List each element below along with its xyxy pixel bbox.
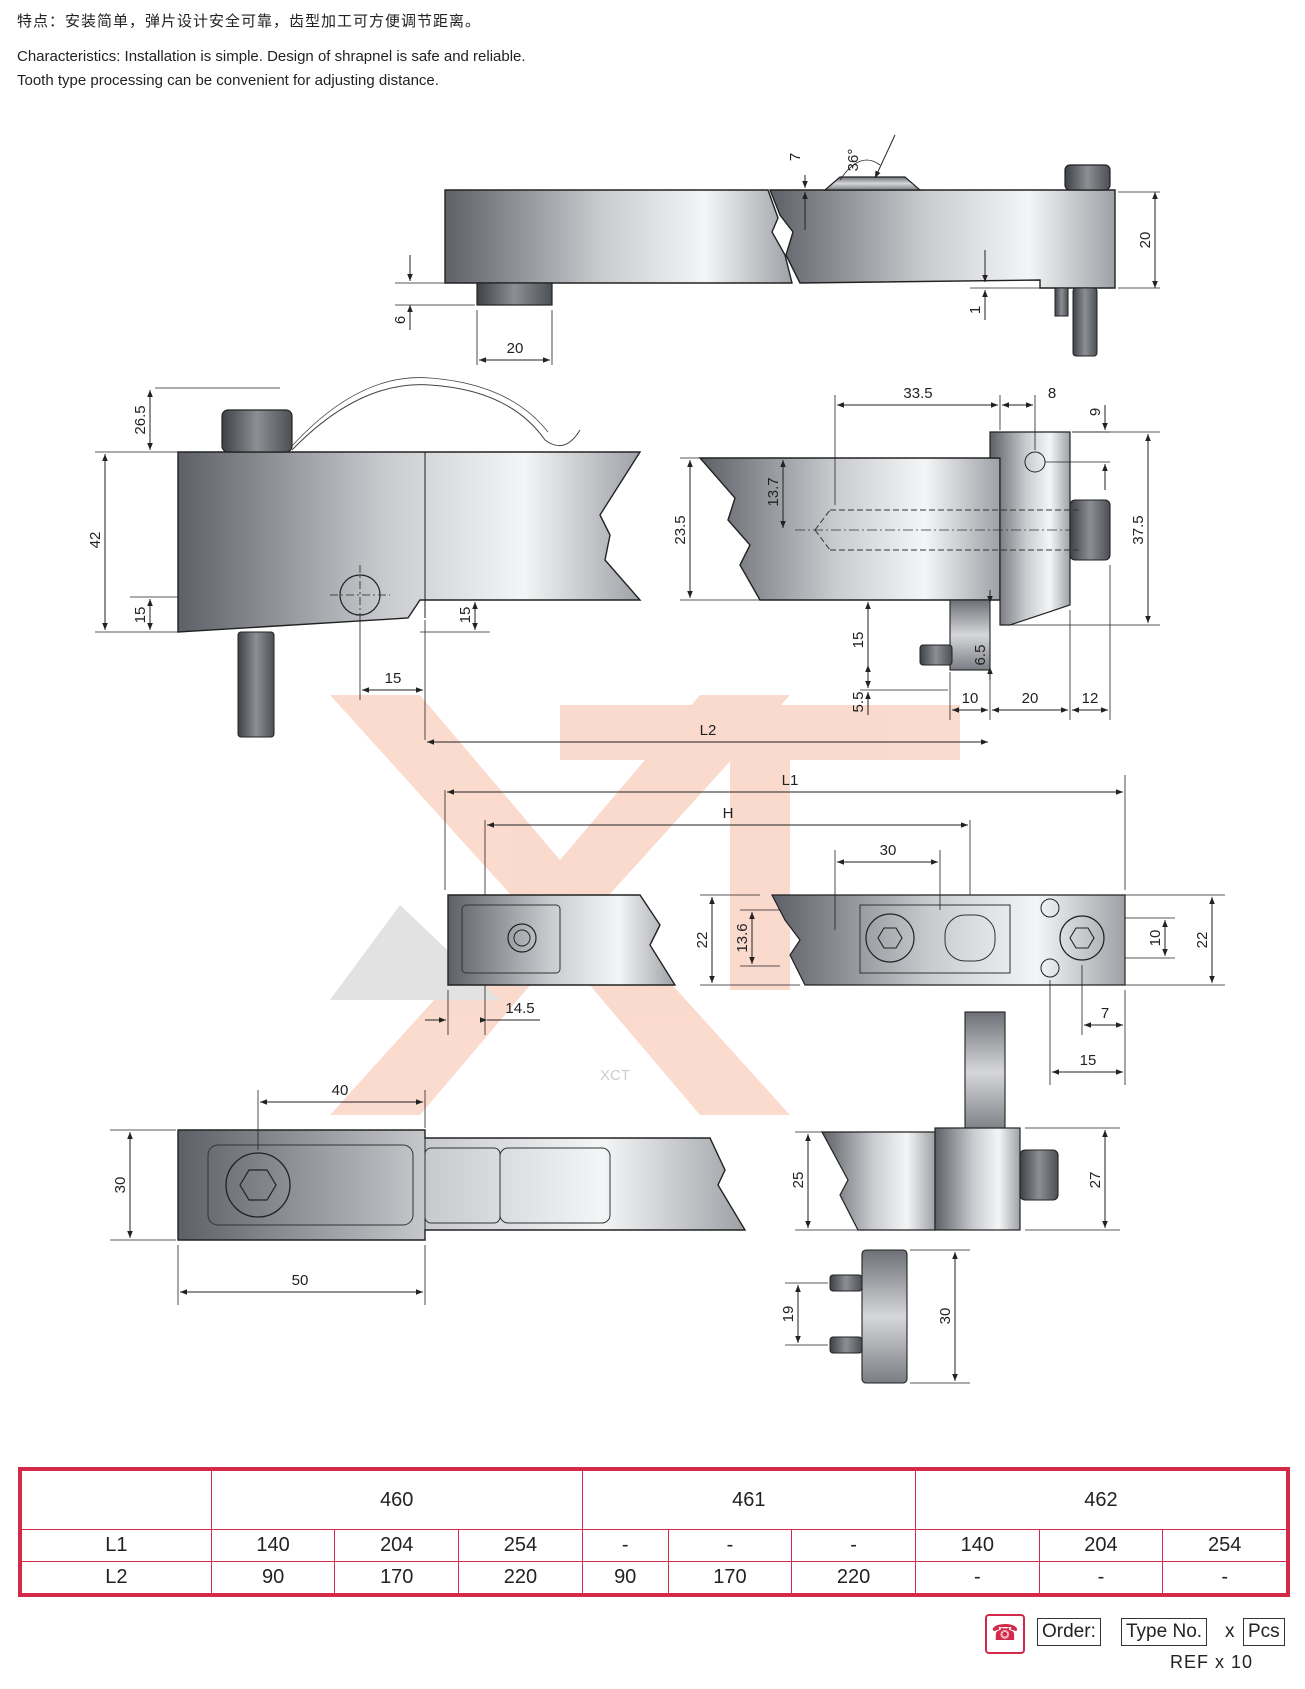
spec-cell: 254 bbox=[1162, 1529, 1287, 1562]
spec-cell: - bbox=[791, 1529, 916, 1562]
view-bottom-right: 25 27 19 30 bbox=[780, 1011, 1120, 1384]
dim-plan-13-6: 13.6 bbox=[734, 923, 751, 952]
dim-right-9: 9 bbox=[1087, 408, 1104, 416]
phone-icon: ☎ bbox=[985, 1614, 1025, 1654]
spec-cell: 204 bbox=[1038, 1529, 1164, 1562]
spec-row-L1: L1 140 204 254 - - - 140 204 254 bbox=[21, 1529, 1287, 1562]
spec-cell: - bbox=[914, 1561, 1040, 1594]
spec-cell: - bbox=[1038, 1561, 1164, 1594]
dim-bl-30: 30 bbox=[112, 1177, 129, 1194]
dim-plan-14-5: 14.5 bbox=[505, 1000, 534, 1017]
dim-right-20: 20 bbox=[1022, 690, 1039, 707]
watermark-text: XCT bbox=[600, 1067, 630, 1084]
order-label: Order: bbox=[1037, 1618, 1101, 1646]
spec-cell: 204 bbox=[334, 1529, 460, 1562]
ref-line: REF x 10 bbox=[1170, 1652, 1254, 1672]
dim-br-19: 19 bbox=[780, 1306, 797, 1323]
dim-right-6-5: 6.5 bbox=[972, 645, 989, 666]
feature-text-zh: 特点：安装简单，弹片设计安全可靠，齿型加工可方便调节距离。 bbox=[17, 12, 482, 30]
dim-top-36deg: 36° bbox=[845, 149, 862, 172]
dim-br-25: 25 bbox=[790, 1172, 807, 1189]
header: 特点：安装简单，弹片设计安全可靠，齿型加工可方便调节距离。 Characteri… bbox=[17, 10, 526, 93]
spec-cell: 170 bbox=[667, 1561, 793, 1594]
dim-left-15-vert: 15 bbox=[132, 607, 149, 624]
spec-group-461: 461 bbox=[581, 1470, 916, 1530]
dim-plan-30: 30 bbox=[880, 842, 897, 859]
dim-right-15: 15 bbox=[850, 632, 867, 649]
dim-top-1: 1 bbox=[967, 306, 984, 314]
spec-group-462: 462 bbox=[914, 1470, 1288, 1530]
dim-right-10: 10 bbox=[962, 690, 979, 707]
dim-bl-50: 50 bbox=[292, 1272, 309, 1289]
spec-cell: - bbox=[1162, 1561, 1287, 1594]
spec-cell: - bbox=[667, 1529, 793, 1562]
spec-cell: 220 bbox=[791, 1561, 916, 1594]
dim-L2: L2 bbox=[700, 722, 717, 739]
view-plan: 30 22 13.6 10 22 14.5 7 15 bbox=[425, 842, 1225, 1085]
spec-cell: 140 bbox=[914, 1529, 1040, 1562]
spec-table-header-row: 460 461 462 bbox=[21, 1470, 1288, 1530]
dim-left-42: 42 bbox=[87, 532, 104, 549]
view-right-side: 33.5 8 9 37.5 13.7 23.5 15 6.5 5.5 bbox=[672, 385, 1160, 720]
view-bottom-left: 40 30 50 bbox=[110, 1082, 747, 1305]
spec-cell: 254 bbox=[458, 1529, 583, 1562]
dim-left-26-5: 26.5 bbox=[132, 405, 149, 434]
dim-right-8: 8 bbox=[1048, 385, 1056, 402]
feature-text-en-1: Characteristics: Installation is simple.… bbox=[17, 48, 526, 65]
dim-br-27: 27 bbox=[1087, 1172, 1104, 1189]
dim-plan-7: 7 bbox=[1101, 1005, 1109, 1022]
spec-row-label: L1 bbox=[21, 1529, 212, 1562]
dim-top-20-bottom: 20 bbox=[507, 340, 524, 357]
dim-L1: L1 bbox=[782, 772, 799, 789]
dim-bl-40: 40 bbox=[332, 1082, 349, 1099]
dim-left-15-side: 15 bbox=[457, 607, 474, 624]
dim-right-12: 12 bbox=[1082, 690, 1099, 707]
spec-cell: 90 bbox=[581, 1561, 669, 1594]
dim-right-23-5: 23.5 bbox=[672, 515, 689, 544]
dim-top-20-right: 20 bbox=[1137, 232, 1154, 249]
spec-cell: 140 bbox=[210, 1529, 336, 1562]
spec-group-460: 460 bbox=[210, 1470, 583, 1530]
dim-right-5-5: 5.5 bbox=[850, 692, 867, 713]
dim-plan-22-right: 22 bbox=[1194, 932, 1211, 949]
spec-row-label: L2 bbox=[21, 1561, 212, 1594]
dim-right-13-7: 13.7 bbox=[765, 477, 782, 506]
pcs-label: Pcs bbox=[1243, 1618, 1285, 1646]
times-sign: x bbox=[1225, 1621, 1235, 1642]
spec-cell: 220 bbox=[458, 1561, 583, 1594]
dim-top-6: 6 bbox=[392, 316, 409, 324]
dim-br-30: 30 bbox=[937, 1308, 954, 1325]
dim-plan-22-left: 22 bbox=[694, 932, 711, 949]
view-top-elevation: 20 7 36° 6 20 1 bbox=[392, 134, 1160, 365]
dim-left-15-horiz: 15 bbox=[385, 670, 402, 687]
dim-right-37-5: 37.5 bbox=[1130, 515, 1147, 544]
spec-table-corner bbox=[21, 1470, 212, 1530]
type-no-label: Type No. bbox=[1121, 1618, 1208, 1646]
spec-row-L2: L2 90 170 220 90 170 220 - - - bbox=[21, 1561, 1287, 1594]
feature-text-en-2: Tooth type processing can be convenient … bbox=[17, 72, 439, 89]
dim-right-33-5: 33.5 bbox=[903, 385, 932, 402]
dim-plan-15: 15 bbox=[1080, 1052, 1097, 1069]
view-left-side: 26.5 42 15 15 15 bbox=[87, 377, 642, 740]
spec-cell: 90 bbox=[210, 1561, 336, 1594]
technical-drawing: XCT 20 7 36° 6 20 1 bbox=[87, 134, 1225, 1384]
dim-H: H bbox=[723, 805, 734, 822]
dim-top-7: 7 bbox=[787, 153, 804, 161]
order-info: ☎ Order: Type No. x Pcs bbox=[985, 1614, 1295, 1654]
spec-table: 460 461 462 L1 140 204 254 - - - 140 204… bbox=[18, 1467, 1290, 1597]
spec-cell: - bbox=[581, 1529, 669, 1562]
length-dimensions: L2 L1 H bbox=[427, 722, 1126, 1035]
dim-plan-10: 10 bbox=[1147, 930, 1164, 947]
spec-cell: 170 bbox=[334, 1561, 460, 1594]
